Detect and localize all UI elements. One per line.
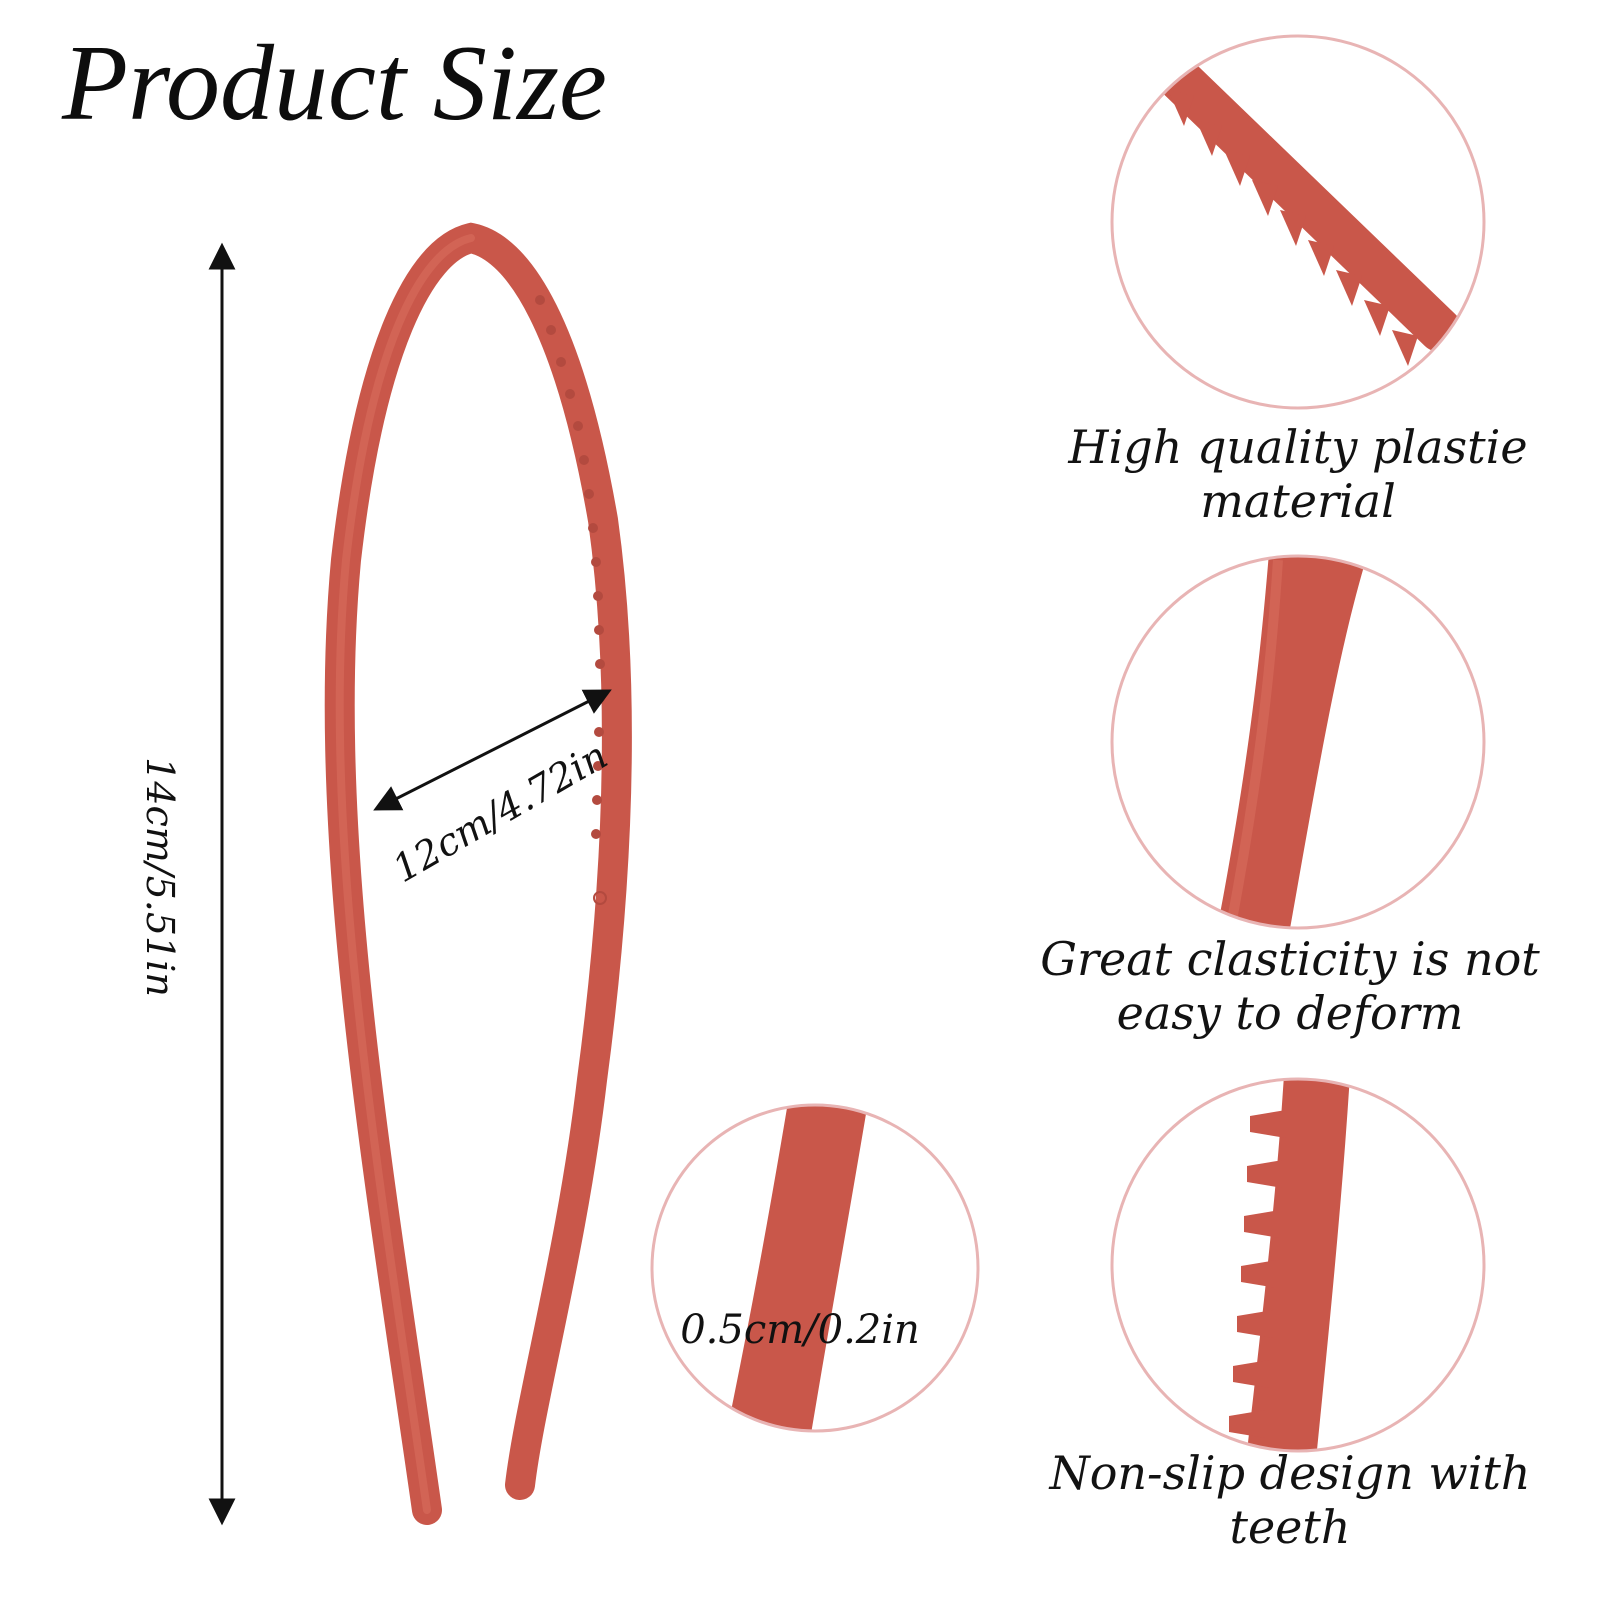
thickness-dimension-label: 0.5cm/0.2in — [680, 1307, 920, 1353]
closeup-teeth-side — [1110, 1077, 1486, 1453]
height-dimension-label: 14cm/5.51in — [138, 757, 182, 997]
width-dimension-arrow — [373, 689, 612, 811]
page-title: Product Size — [62, 24, 607, 143]
closeup-band — [1110, 554, 1486, 930]
closeup-thickness — [650, 1103, 980, 1433]
feature-caption-material: High quality plastie material — [1068, 420, 1528, 528]
closeup-teeth-top — [1110, 34, 1486, 410]
headband-illustration — [324, 222, 632, 1525]
feature-caption-elasticity: Great clasticity is not easy to deform — [1040, 932, 1540, 1040]
feature-caption-non-slip: Non-slip design with teeth — [1049, 1446, 1531, 1554]
